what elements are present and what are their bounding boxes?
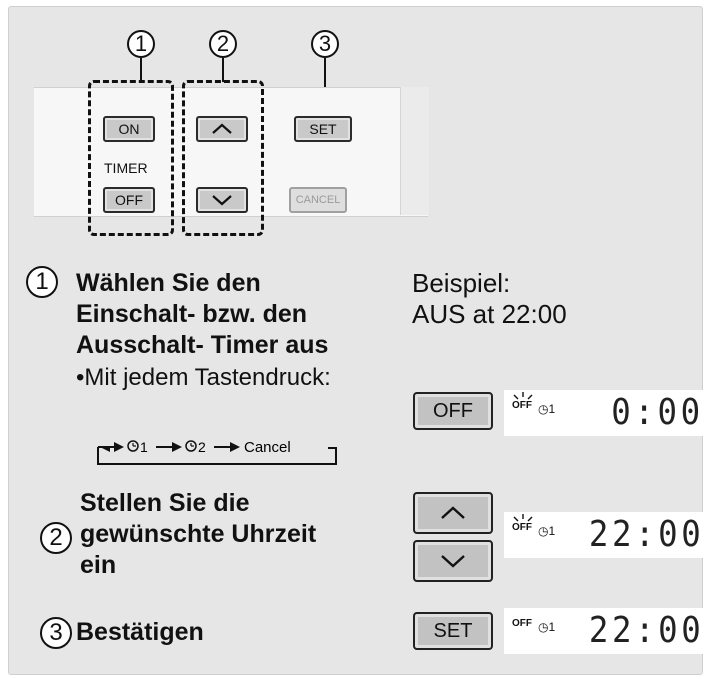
step-1-title-line-1: Wählen Sie den <box>76 269 261 297</box>
chevron-down-icon <box>212 195 232 206</box>
display-3-tag: OFF <box>512 618 532 629</box>
step-2-title: Stellen Sie die gewünschte Uhrzeit ein <box>80 488 316 581</box>
display-step-3: OFF ◷1 22:00 <box>504 608 709 654</box>
step-2-title-line-1: Stellen Sie die <box>80 489 250 517</box>
step-1-title: Wählen Sie den Einschalt- bzw. den Aussc… <box>76 268 328 361</box>
down-button-large[interactable] <box>413 540 493 582</box>
marker-3: 3 <box>311 30 339 58</box>
set-button-large[interactable]: SET <box>413 612 493 650</box>
chevron-up-icon <box>441 506 465 519</box>
clock-icon: ◷1 <box>538 524 556 538</box>
step-3-marker: 3 <box>40 617 72 649</box>
blink-icon <box>513 514 533 522</box>
step-1-bullet: •Mit jedem Tastendruck: <box>76 364 331 391</box>
timer-on-button[interactable]: ON <box>103 116 155 142</box>
step-1-title-line-3: Ausschalt- Timer aus <box>76 331 329 359</box>
display-3-time: 22:00 <box>588 610 704 651</box>
timer-off-button[interactable]: OFF <box>103 187 155 213</box>
arrow-buttons-highlight <box>182 80 264 236</box>
timer-clock-icon <box>185 440 197 452</box>
marker-2: 2 <box>209 30 237 58</box>
chevron-up-icon <box>212 123 232 134</box>
display-1-timer: 1 <box>548 402 556 416</box>
step-1-marker: 1 <box>26 266 58 298</box>
timer-cycle-diagram: 1 2 Cancel <box>97 439 337 465</box>
marker-1: 1 <box>127 30 155 58</box>
up-button-large[interactable] <box>413 492 493 534</box>
cycle-timer-2: 2 <box>198 439 206 455</box>
clock-icon: ◷1 <box>538 620 556 634</box>
set-button[interactable]: SET <box>294 116 352 142</box>
time-up-button[interactable] <box>196 116 248 142</box>
remote-control-edge <box>400 87 429 215</box>
cycle-timer-1: 1 <box>140 439 148 455</box>
display-2-tag: OFF <box>512 522 532 533</box>
cycle-cancel: Cancel <box>244 439 291 456</box>
time-down-button[interactable] <box>196 187 248 213</box>
display-1-tag: OFF <box>512 400 532 411</box>
display-1-time: 0:00 <box>611 392 704 433</box>
step-2-title-line-2: gewünschte Uhrzeit <box>80 520 317 548</box>
clock-icon: ◷1 <box>538 402 556 416</box>
example-label: Beispiel: AUS at 22:00 <box>412 268 567 330</box>
off-button-large[interactable]: OFF <box>413 392 493 430</box>
display-step-2: OFF ◷1 22:00 <box>504 512 709 558</box>
marker-1-leader <box>140 58 142 82</box>
display-2-timer: 1 <box>548 524 556 538</box>
marker-2-leader <box>222 58 224 82</box>
step-2-marker: 2 <box>40 522 72 554</box>
timer-buttons-highlight <box>88 80 174 236</box>
example-line-2: AUS at 22:00 <box>412 299 567 329</box>
display-step-1: OFF ◷1 0:00 <box>504 390 709 436</box>
blink-icon <box>513 392 533 400</box>
step-2-title-line-3: ein <box>80 551 117 579</box>
step-3-title: Bestätigen <box>76 618 204 646</box>
example-line-1: Beispiel: <box>412 268 511 298</box>
cancel-button[interactable]: CANCEL <box>289 187 347 213</box>
chevron-down-icon <box>441 555 465 568</box>
step-1-title-line-2: Einschalt- bzw. den <box>76 300 308 328</box>
display-2-time: 22:00 <box>588 514 704 555</box>
timer-label: TIMER <box>104 160 148 176</box>
display-3-timer: 1 <box>548 620 556 634</box>
timer-clock-icon <box>127 440 139 452</box>
